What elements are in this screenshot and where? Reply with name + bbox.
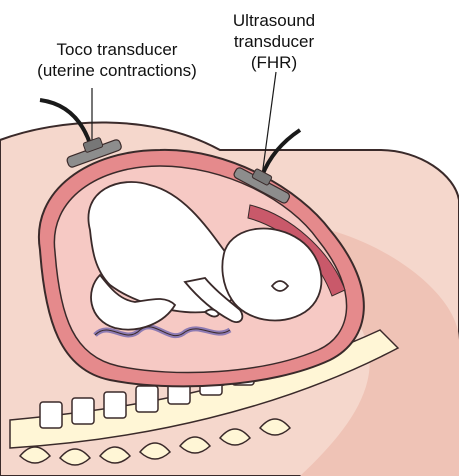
toco-label-line1: Toco transducer (2, 39, 232, 60)
ultrasound-label-line2: transducer (218, 31, 330, 52)
ultrasound-label-line3: (FHR) (218, 52, 330, 73)
toco-label-line2: (uterine contractions) (2, 60, 232, 81)
toco-transducer-label: Toco transducer (uterine contractions) (2, 39, 232, 81)
ultrasound-transducer-label: Ultrasound transducer (FHR) (218, 10, 330, 73)
ultrasound-label-line1: Ultrasound (218, 10, 330, 31)
